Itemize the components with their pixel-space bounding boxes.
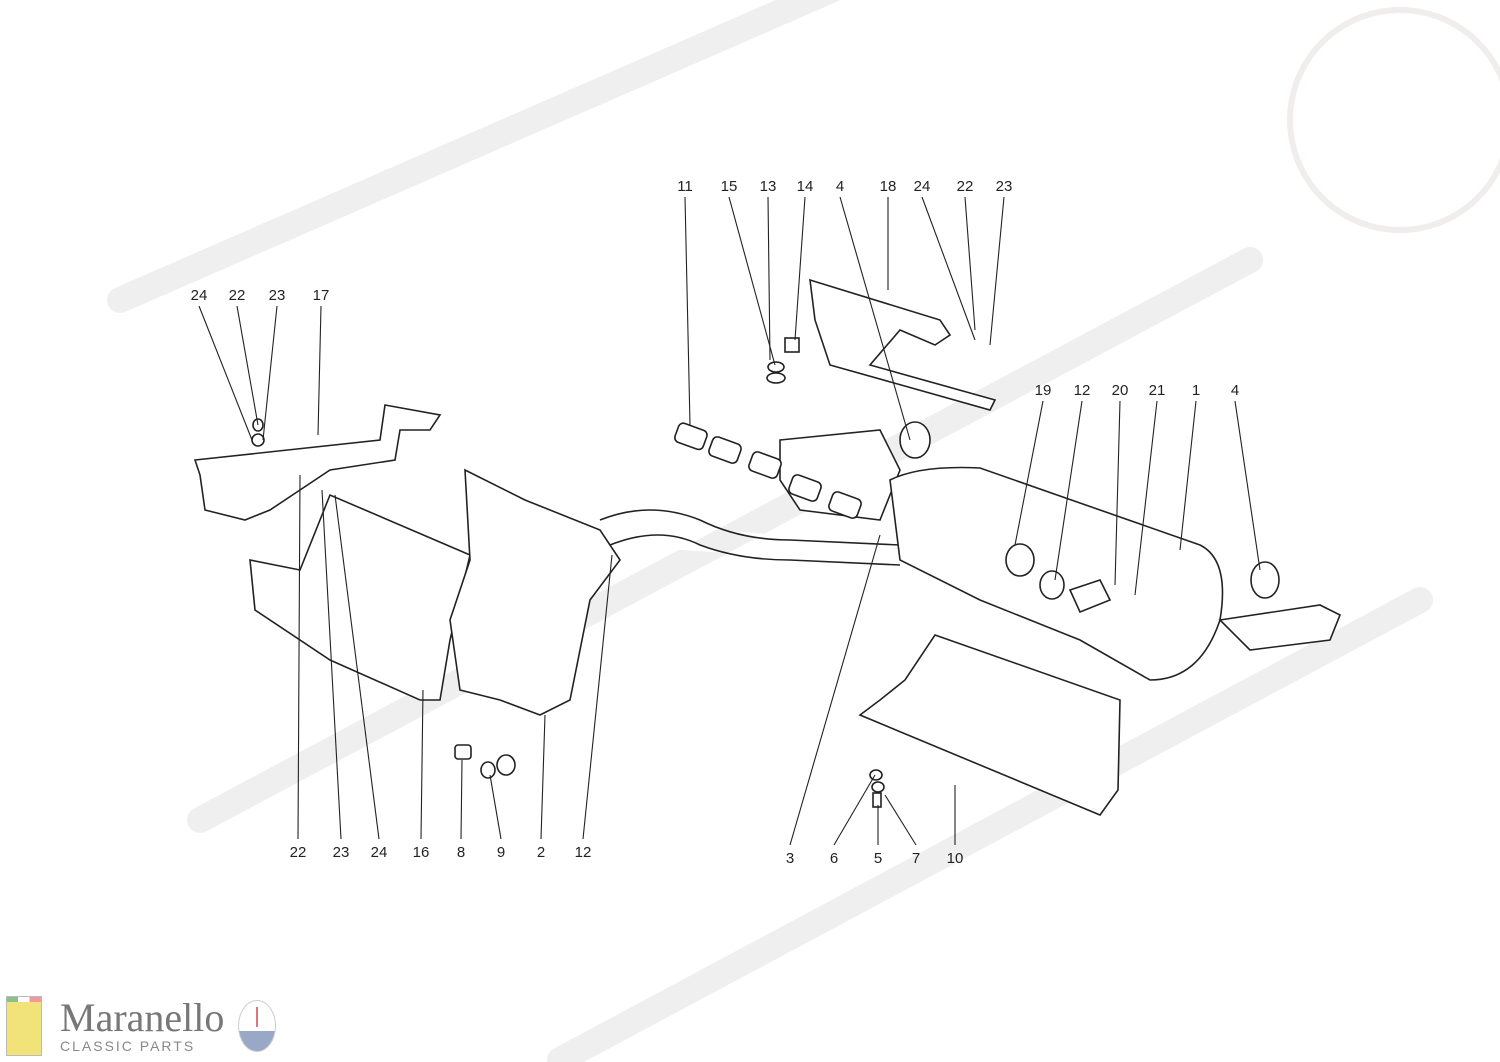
callout-label: 15 [721, 178, 738, 195]
leader-line [1114, 400, 1121, 586]
callout-label: 22 [957, 178, 974, 195]
leader-line [460, 759, 463, 840]
callout-label: 17 [313, 287, 330, 304]
ferrari-shield-logo [6, 996, 42, 1056]
exhaust-manifold-2 [449, 468, 621, 716]
ring-12 [1039, 570, 1065, 600]
leader-line [198, 305, 253, 441]
washer-15 [766, 372, 786, 384]
callout-label: 20 [1112, 382, 1129, 399]
leader-line [884, 794, 917, 846]
leader-line [794, 196, 806, 341]
callout-label: 11 [677, 178, 693, 195]
leader-line [236, 305, 259, 426]
leader-line [921, 196, 976, 341]
leader-line [321, 489, 342, 840]
callout-label: 24 [371, 844, 388, 861]
callout-label: 23 [269, 287, 286, 304]
callout-label: 12 [575, 844, 592, 861]
leader-line [1234, 400, 1261, 571]
callout-label: 23 [333, 844, 350, 861]
gasket [748, 451, 782, 479]
flange-19 [1005, 543, 1035, 577]
callout-label: 10 [947, 850, 964, 867]
gasket [788, 474, 822, 502]
washer-13 [767, 361, 785, 373]
leader-line [964, 196, 976, 331]
seal-4-right [1250, 561, 1280, 599]
heat-shield-17 [193, 404, 442, 521]
logo-brand: Maranello [60, 995, 225, 1040]
callout-label: 22 [229, 287, 246, 304]
leader-line [1014, 400, 1044, 546]
callout-label: 2 [537, 844, 545, 861]
seal-4 [899, 421, 931, 459]
heat-shield-10 [858, 634, 1121, 816]
logo-tagline: CLASSIC PARTS [60, 1038, 196, 1054]
callout-label: 4 [1231, 382, 1239, 399]
callout-label: 7 [912, 850, 920, 867]
leader-line [684, 196, 691, 426]
callout-label: 12 [1074, 382, 1091, 399]
callout-label: 1 [1192, 382, 1200, 399]
leader-line [1054, 400, 1083, 581]
leader-line [317, 305, 322, 436]
callout-label: 9 [497, 844, 505, 861]
front-pipe-3 [599, 509, 901, 566]
parts [193, 278, 1342, 816]
flange [1068, 579, 1112, 614]
callout-label: 5 [874, 850, 882, 867]
callout-label: 21 [1149, 382, 1166, 399]
leader-line [833, 774, 876, 846]
callout-label: 3 [786, 850, 794, 867]
washer-9 [480, 761, 496, 779]
callout-label: 4 [836, 178, 844, 195]
leader-line [989, 196, 1005, 346]
callout-label: 24 [914, 178, 931, 195]
washer-7 [871, 781, 885, 793]
leader-line [1134, 400, 1158, 596]
callout-label: 16 [413, 844, 430, 861]
leader-line [297, 474, 301, 840]
leader-line [489, 774, 502, 840]
callout-label: 18 [880, 178, 897, 195]
leader-line [1179, 400, 1197, 551]
gasket [828, 491, 862, 519]
leader-line [789, 534, 881, 846]
leader-line [262, 305, 278, 441]
gasket-11 [674, 422, 708, 451]
washer-6 [869, 769, 883, 781]
bolt-8 [454, 744, 472, 760]
leader-line [420, 689, 424, 840]
washer-left-23 [251, 433, 265, 447]
leader-line [582, 554, 613, 840]
tailpipe [1218, 604, 1342, 651]
callout-label: 19 [1035, 382, 1052, 399]
leader-line [540, 714, 546, 840]
callout-label: 23 [996, 178, 1013, 195]
company-logo: Maranello CLASSIC PARTS [6, 995, 277, 1056]
callout-label: 14 [797, 178, 814, 195]
callout-label: 8 [457, 844, 465, 861]
bolt-14 [784, 337, 800, 353]
callout-label: 13 [760, 178, 777, 195]
leader-line [728, 196, 776, 366]
maserati-trident-logo [238, 1000, 277, 1052]
nut [496, 754, 516, 776]
gasket [708, 436, 742, 464]
callout-label: 6 [830, 850, 838, 867]
leader-line [839, 196, 911, 441]
leader-line [767, 196, 771, 361]
bolt-5 [872, 792, 882, 808]
callout-label: 24 [191, 287, 208, 304]
callout-label: 22 [290, 844, 307, 861]
heat-shield-16 [249, 493, 471, 701]
heat-shield-18 [809, 278, 997, 411]
leader-line [334, 494, 380, 840]
